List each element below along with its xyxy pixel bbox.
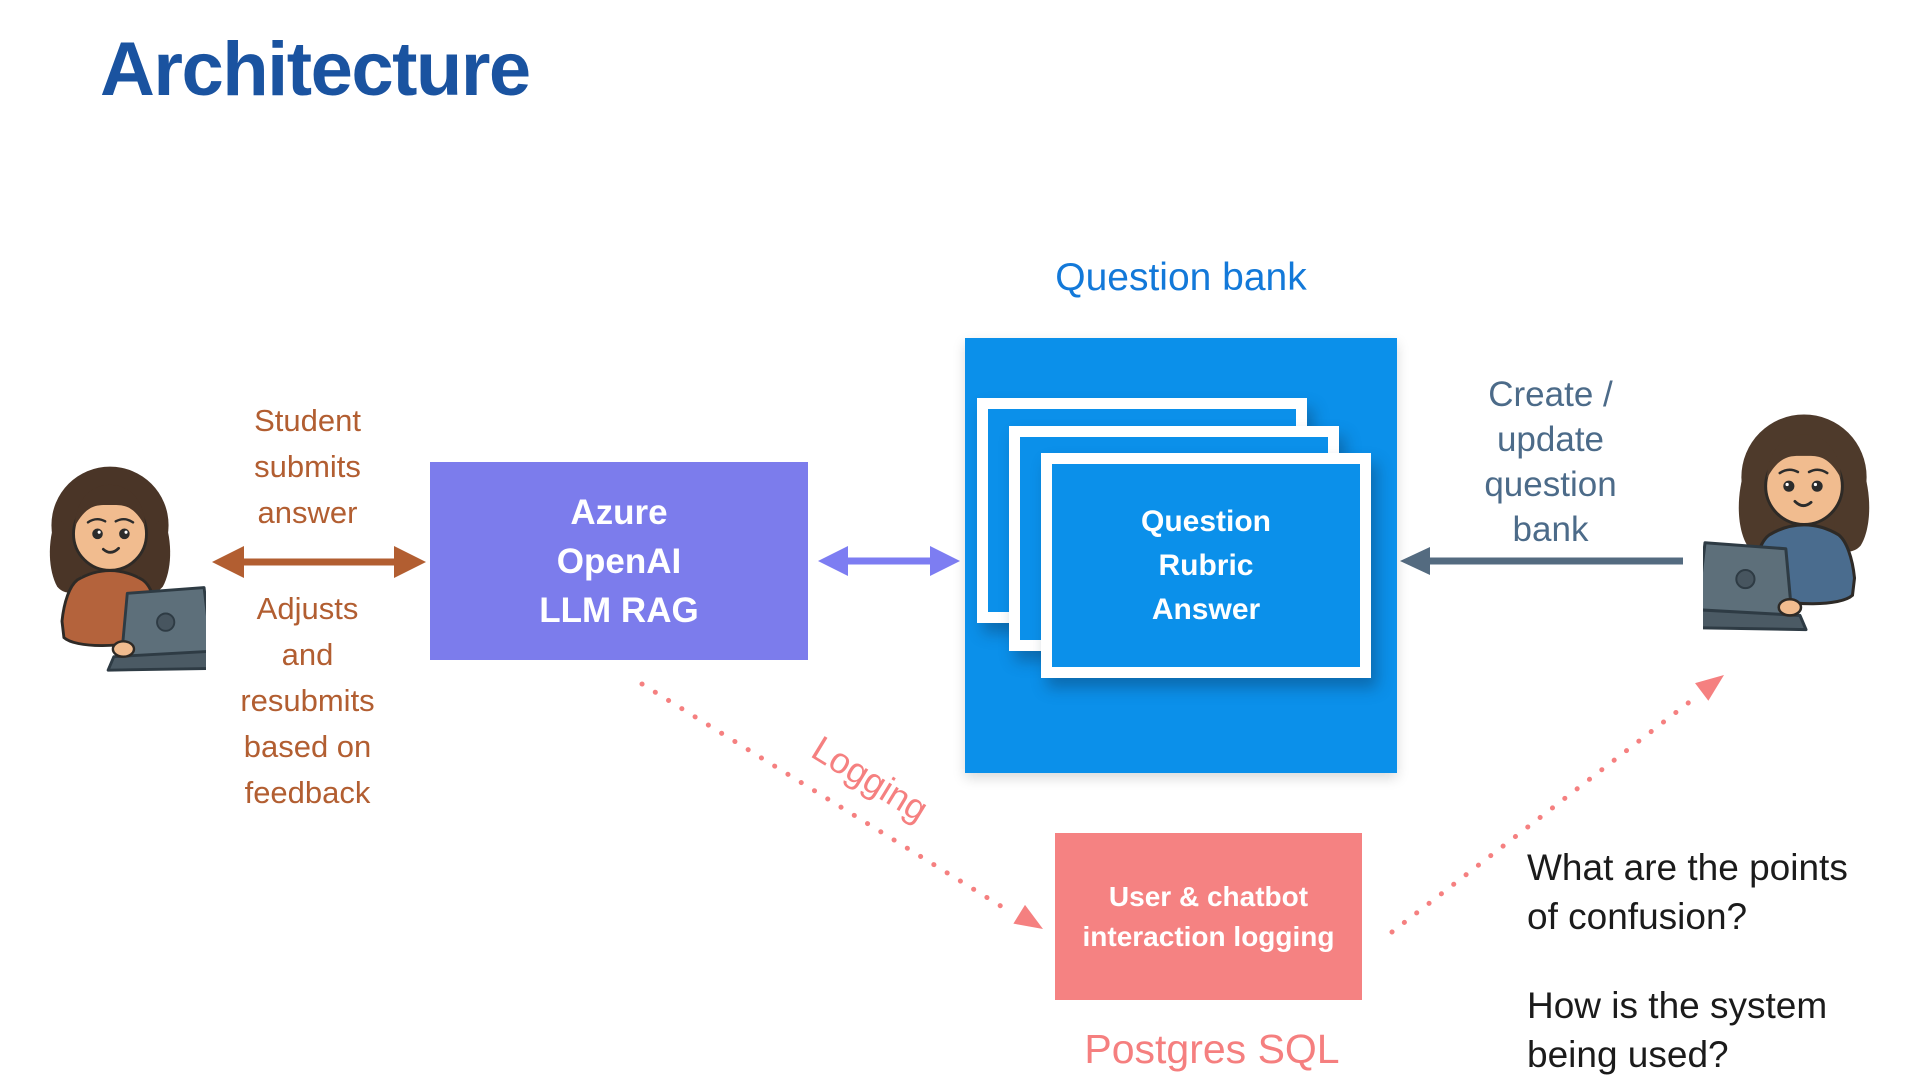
teacher-at-laptop-illustration bbox=[1703, 414, 1870, 632]
interaction-logging-box: User & chatbot interaction logging bbox=[1055, 833, 1362, 1000]
postgres-db-label: Postgres SQL database bbox=[1084, 1026, 1340, 1080]
analytics-questions: What are the points of confusion? How is… bbox=[1527, 843, 1848, 1079]
teacher-qbank-arrow bbox=[1400, 547, 1683, 575]
question-system-usage: How is the system being used? bbox=[1527, 985, 1828, 1075]
question-points-of-confusion: What are the points of confusion? bbox=[1527, 847, 1848, 937]
student-submits-label: Student submits answer bbox=[254, 403, 361, 530]
question-bank-box: Question Rubric Answer bbox=[965, 338, 1397, 773]
student-figure bbox=[49, 466, 206, 672]
student-azure-arrow bbox=[212, 546, 426, 578]
question-bank-heading: Question bank bbox=[1055, 256, 1307, 299]
student-resubmits-label: Adjusts and resubmits based on feedback bbox=[240, 591, 375, 810]
page-title: Architecture bbox=[100, 27, 531, 112]
create-update-question-bank-label: Create / update question bank bbox=[1484, 375, 1617, 549]
azure-openai-llm-rag-box: Azure OpenAI LLM RAG bbox=[430, 462, 808, 660]
logging-arrow bbox=[639, 681, 1043, 929]
student-at-laptop-illustration bbox=[49, 466, 206, 672]
insights-arrow bbox=[1389, 675, 1724, 935]
question-card-front: Question Rubric Answer bbox=[1041, 453, 1371, 678]
teacher-figure bbox=[1703, 414, 1870, 632]
azure-qbank-arrow bbox=[818, 546, 960, 576]
